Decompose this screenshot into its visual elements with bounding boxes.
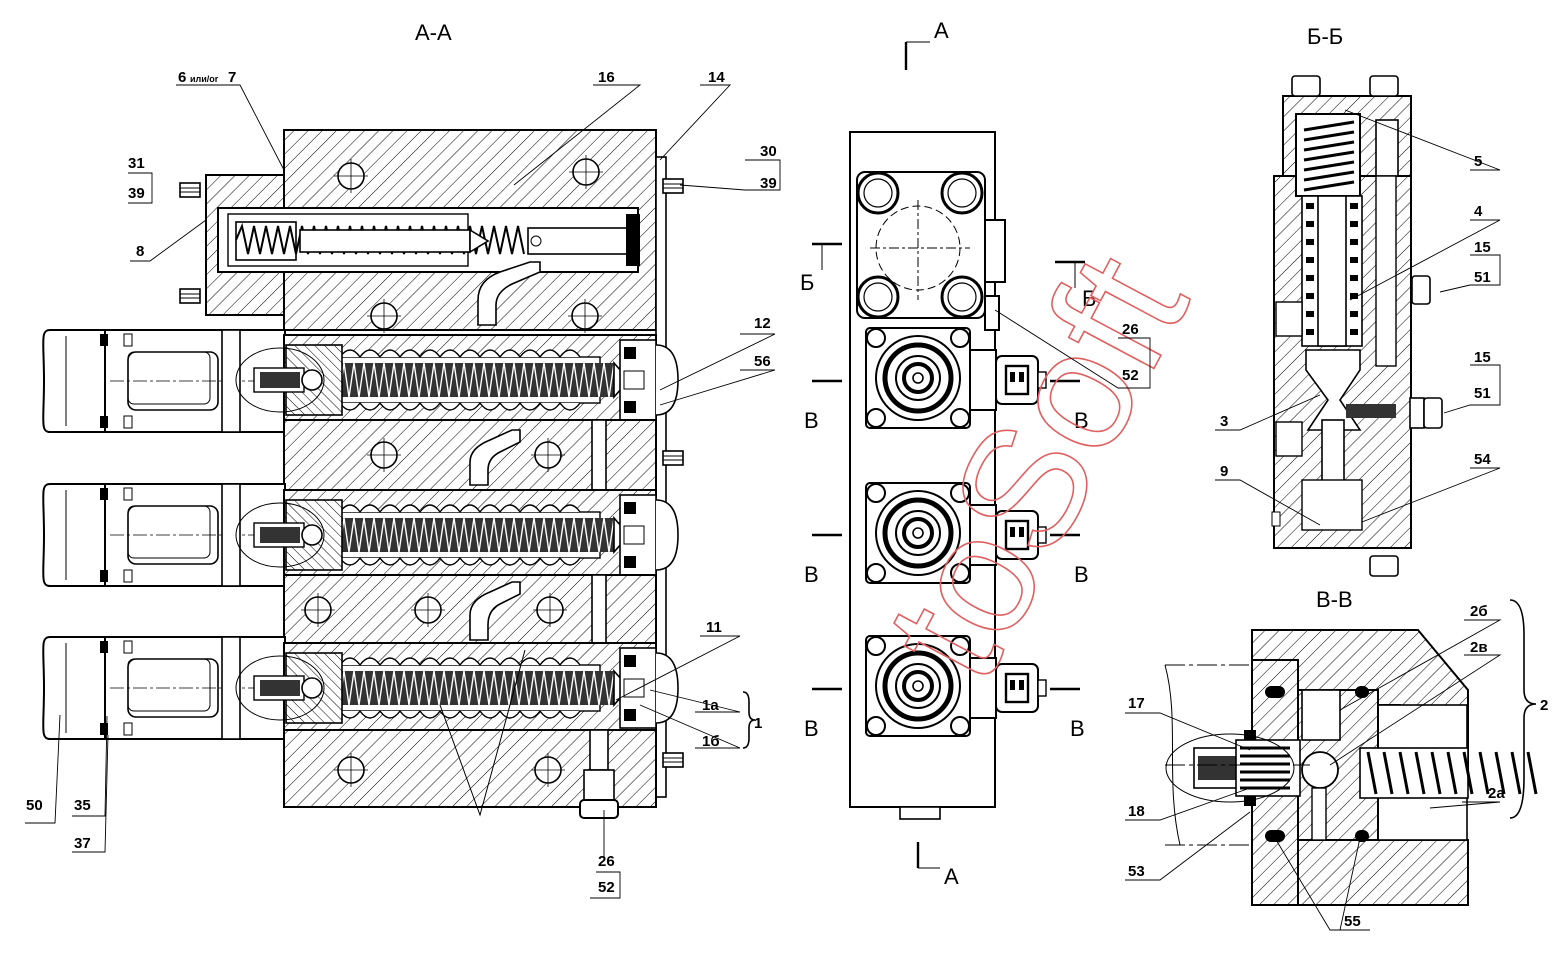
callout-8: 8 <box>136 243 144 260</box>
callout-6: 6 <box>178 69 186 86</box>
callout-26-bottom: 26 <box>598 853 615 870</box>
callout-50: 50 <box>26 797 43 814</box>
callout-37: 37 <box>74 835 91 852</box>
callout-39-right: 39 <box>760 175 777 192</box>
callout-52-mid: 52 <box>1122 367 1139 384</box>
callout-4: 4 <box>1474 203 1483 220</box>
callout-15-bottom: 15 <box>1474 349 1491 366</box>
callout-5: 5 <box>1474 153 1482 170</box>
cut-a-top-label: А <box>934 18 949 43</box>
cut-v2-left-label: В <box>804 562 819 587</box>
cut-v1-right-label: В <box>1074 408 1089 433</box>
cut-v3-right-label: В <box>1070 716 1085 741</box>
view-bb <box>1271 75 1443 577</box>
cut-a-bottom-label: А <box>944 864 959 889</box>
callout-17: 17 <box>1128 695 1145 712</box>
callout-2v: 2в <box>1470 639 1488 656</box>
section-aa-title: А-А <box>415 20 452 45</box>
callout-1a: 1а <box>702 697 719 714</box>
view-front <box>812 41 1085 869</box>
callout-53: 53 <box>1128 863 1145 880</box>
callout-3: 3 <box>1220 413 1228 430</box>
callout-11: 11 <box>706 619 722 636</box>
callout-2a: 2а <box>1488 785 1505 802</box>
callout-9: 9 <box>1220 463 1228 480</box>
callout-52-bottom: 52 <box>598 879 615 896</box>
callout-31: 31 <box>128 155 145 172</box>
callout-1b: 1б <box>702 733 720 750</box>
callout-51-bottom: 51 <box>1474 385 1491 402</box>
callout-39-left: 39 <box>128 185 145 202</box>
callout-18: 18 <box>1128 803 1145 820</box>
view-aa <box>42 129 684 819</box>
cut-b-right-label: Б <box>1082 286 1096 311</box>
callout-14: 14 <box>708 69 725 86</box>
cut-v1-left-label: В <box>804 408 819 433</box>
section-bb-title: Б-Б <box>1307 24 1343 49</box>
leader-lines <box>25 84 1537 931</box>
cut-b-left-label: Б <box>800 270 814 295</box>
callout-2: 2 <box>1540 697 1548 714</box>
callout-51-top: 51 <box>1474 269 1491 286</box>
callout-12: 12 <box>754 315 771 332</box>
callout-2b: 2б <box>1470 603 1488 620</box>
callout-56: 56 <box>754 353 771 370</box>
callout-1: 1 <box>754 715 762 732</box>
view-vv <box>1164 629 1538 906</box>
cut-v3-left-label: В <box>804 716 819 741</box>
callout-30: 30 <box>760 143 777 160</box>
section-vv-title: В-В <box>1316 587 1353 612</box>
callout-54: 54 <box>1474 451 1491 468</box>
callout-7: 7 <box>228 69 236 86</box>
callout-6-or: или/or <box>190 74 219 84</box>
callout-35: 35 <box>74 797 91 814</box>
callout-15-top: 15 <box>1474 239 1491 256</box>
callout-26-mid: 26 <box>1122 321 1139 338</box>
cut-v2-right-label: В <box>1074 562 1089 587</box>
callout-55: 55 <box>1344 913 1361 930</box>
callout-16: 16 <box>598 69 615 86</box>
